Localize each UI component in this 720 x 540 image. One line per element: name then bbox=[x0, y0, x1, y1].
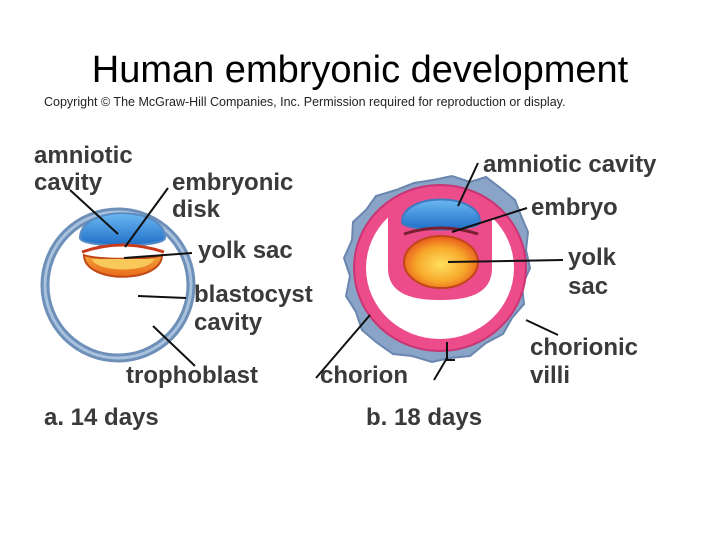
label-chorionic-villi-1: chorionic bbox=[530, 334, 638, 361]
label-embryo: embryo bbox=[531, 194, 618, 221]
label-amniotic-cavity-a-2: cavity bbox=[34, 169, 103, 196]
label-yolk-sac-a: yolk sac bbox=[198, 237, 293, 264]
label-blastocyst-cavity-1: blastocyst bbox=[194, 281, 313, 308]
label-yolk-sac-b-2: sac bbox=[568, 273, 608, 300]
panel-a-leaders bbox=[69, 187, 196, 367]
blastocyst-wall-highlight bbox=[43, 210, 193, 360]
yolk-sac-inner-a bbox=[92, 259, 154, 270]
slide-title: Human embryonic development bbox=[91, 49, 629, 91]
label-amniotic-cavity-b: amniotic cavity bbox=[483, 151, 657, 178]
label-yolk-sac-b-1: yolk bbox=[568, 244, 617, 271]
panel-a-drawing bbox=[40, 207, 196, 363]
label-amniotic-cavity-a-1: amniotic bbox=[34, 142, 133, 169]
embryonic-disk-a bbox=[81, 243, 165, 254]
label-blastocyst-cavity-2: cavity bbox=[194, 309, 263, 336]
caption-14-days: a. 14 days bbox=[44, 404, 159, 431]
copyright-notice: Copyright © The McGraw-Hill Companies, I… bbox=[44, 95, 566, 109]
label-chorionic-villi-2: villi bbox=[530, 362, 570, 389]
panel-b-drawing bbox=[342, 174, 532, 364]
label-embryonic-disk-1: embryonic bbox=[172, 169, 293, 196]
embryo-disk-b bbox=[403, 226, 479, 236]
label-chorion: chorion bbox=[320, 362, 408, 389]
caption-18-days: b. 18 days bbox=[366, 404, 482, 431]
panel-b-leaders bbox=[315, 162, 564, 381]
label-trophoblast: trophoblast bbox=[126, 362, 258, 389]
label-embryonic-disk-2: disk bbox=[172, 196, 221, 223]
